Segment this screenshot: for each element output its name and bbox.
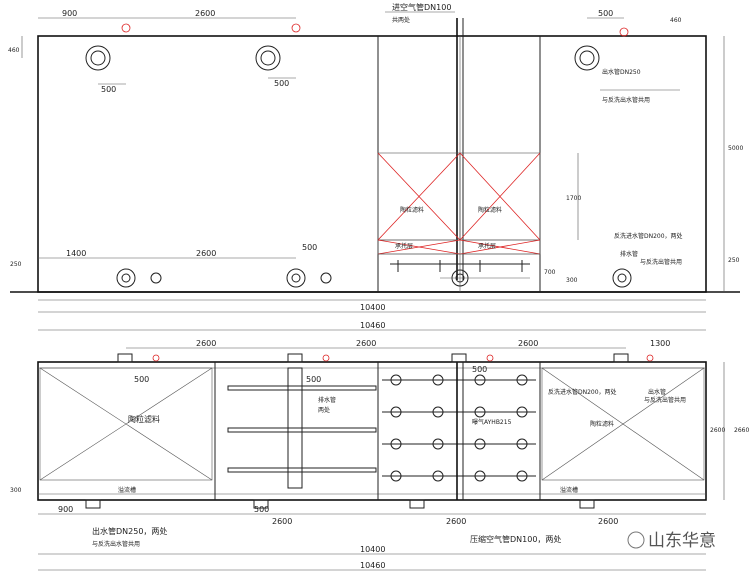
dim-top-460-r: 460 [670, 17, 682, 24]
filter-media-label-right: 陶粒滤料 [478, 206, 502, 214]
air-pipe-label-2: 共两处 [392, 16, 410, 24]
plan-filter-right [541, 367, 705, 481]
flange-bottom-3 [612, 268, 632, 288]
plan-dim-2600-side: 2600 [710, 427, 725, 434]
dim-bot-2600: 2600 [196, 249, 216, 258]
plan-dim-500-c: 500 [472, 365, 487, 374]
dim-top-500-b: 500 [274, 79, 289, 88]
plan-overflow-right: 溢流槽 [560, 486, 578, 494]
plan-dim-300: 300 [10, 487, 22, 494]
plan-dim-10400: 10400 [360, 545, 385, 554]
outlet-pipe-label-2: 与反洗出水管共用 [602, 96, 650, 104]
dim-top-500-a: 500 [101, 85, 116, 94]
plan-dim-900: 900 [58, 505, 73, 514]
plan-dim-2600-a: 2600 [196, 339, 216, 348]
plan-air-pipe-label: 压缩空气管DN100，两处 [470, 534, 561, 544]
dim-total-10460: 10460 [360, 321, 385, 330]
flange-bottom-1 [116, 268, 162, 288]
dim-top-460: 460 [8, 47, 20, 54]
dim-side-700: 700 [544, 269, 556, 276]
plan-backwash-2: 出水管 [648, 388, 666, 396]
plan-outlet-label-2: 与反洗出水管共用 [92, 540, 140, 548]
dim-top-900: 900 [62, 9, 77, 18]
dim-side-300: 300 [566, 277, 578, 284]
dim-top-500-r: 500 [598, 9, 613, 18]
plan-overflow-left: 溢流槽 [118, 486, 136, 494]
valve-red-1 [121, 23, 131, 33]
dim-total-10400: 10400 [360, 303, 385, 312]
backwash-label-3: 与反洗出管共用 [640, 258, 682, 266]
valve-red-3 [619, 27, 629, 37]
plan-drain-label-1: 排水管 [318, 396, 336, 404]
aerator-grid [382, 374, 536, 482]
flange-top-2 [255, 45, 281, 71]
support-label-right: 承托层 [478, 242, 496, 250]
filter-media-label-left: 陶粒滤料 [400, 206, 424, 214]
flange-top-1 [85, 45, 111, 71]
dim-bot-1400: 1400 [66, 249, 86, 258]
tank-plan-outline [37, 361, 707, 501]
plan-dim-10460: 10460 [360, 561, 385, 570]
plan-dim-2600-f: 2600 [598, 517, 618, 526]
plan-dim-2600-e: 2600 [446, 517, 466, 526]
watermark-icon [627, 531, 645, 549]
plan-dim-2660-side: 2660 [734, 427, 749, 434]
plan-filter-label-left: 陶粒滤料 [128, 414, 160, 424]
plan-dim-500-d: 500 [254, 505, 269, 514]
dim-bot-500: 500 [302, 243, 317, 252]
dim-top-2600: 2600 [195, 9, 215, 18]
dim-side-250-r: 250 [728, 257, 740, 264]
plan-dim-1300: 1300 [650, 339, 670, 348]
valve-red-2 [291, 23, 301, 33]
dim-side-1700: 1700 [566, 195, 581, 202]
flange-top-3 [574, 45, 600, 71]
plan-filter-label-right: 陶粒滤料 [590, 420, 614, 428]
plan-dim-2600-b: 2600 [356, 339, 376, 348]
plan-dim-500-b: 500 [306, 375, 321, 384]
outlet-pipe-label: 出水管DN250 [602, 68, 641, 76]
plan-dim-500-a: 500 [134, 375, 149, 384]
support-label-left: 承托层 [395, 242, 413, 250]
air-pipe-label: 进空气管DN100 [392, 2, 451, 12]
plan-backwash-3: 与反洗出管共用 [644, 396, 686, 404]
watermark-text: 山东华意 [648, 531, 716, 551]
plan-outlet-label-1: 出水管DN250，两处 [92, 526, 167, 536]
plan-drain-label-2: 两处 [318, 406, 330, 414]
plan-filter-left [39, 367, 213, 481]
plan-aerator-label: 曝气AYHB215 [472, 418, 512, 426]
flange-bottom-2 [286, 268, 332, 288]
plan-dim-2600-d: 2600 [272, 517, 292, 526]
dim-side-5000: 5000 [728, 145, 743, 152]
backwash-label-2: 排水管 [620, 250, 638, 258]
dim-side-250-l: 250 [10, 261, 22, 268]
plan-dim-2600-c: 2600 [518, 339, 538, 348]
backwash-label-1: 反洗进水管DN200，两处 [614, 232, 683, 240]
plan-backwash-1: 反洗进水管DN200，两处 [548, 388, 617, 396]
